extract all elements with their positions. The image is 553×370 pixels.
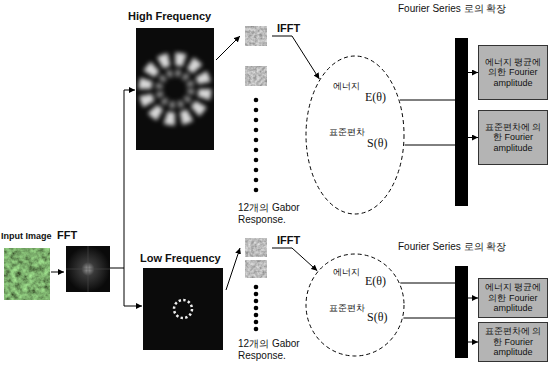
filter-image bbox=[143, 268, 223, 350]
node-text: 에너지 평균에 의한 Fourier amplitude bbox=[482, 282, 544, 313]
amplitude-box: 에너지 평균에 의한 Fourier amplitude bbox=[478, 278, 548, 318]
low-frequency-image: Low Frequency bbox=[140, 252, 226, 352]
dashed-ellipse: 에너지 E(θ) 표준편차S(θ) bbox=[305, 55, 405, 215]
amplitude-box: 표준편차에 의한 Fourier amplitude bbox=[478, 110, 548, 165]
node-text: Input Image bbox=[1, 231, 56, 241]
node-text: 에너지 bbox=[333, 267, 360, 277]
node-text: 표준편차 bbox=[329, 303, 365, 313]
gabor-response bbox=[245, 26, 267, 46]
node-text: 표준편차에 의한 Fourier amplitude bbox=[482, 122, 544, 153]
node-text: 표준편차에 의한 Fourier amplitude bbox=[482, 326, 544, 357]
gabor-response-stack: 12개의 Gabor Response. bbox=[240, 22, 272, 200]
connector-arrow bbox=[216, 36, 240, 60]
dashed-ellipse-line bbox=[306, 56, 404, 214]
fft-arrow bbox=[51, 272, 64, 273]
outer-ring bbox=[145, 59, 205, 119]
fourier-bar bbox=[455, 266, 468, 358]
amplitude-box: 표준편차에 의한 Fourier amplitude bbox=[478, 322, 548, 362]
dashed-ellipse-line bbox=[306, 254, 404, 356]
node-text: 표준편차 bbox=[329, 127, 365, 137]
dashed-ellipse: 에너지 E(θ) 표준편차S(θ) bbox=[305, 253, 405, 357]
function-symbol: S(θ) bbox=[367, 311, 387, 325]
gabor-response bbox=[245, 260, 267, 278]
high-frequency-image: High Frequency bbox=[128, 10, 216, 151]
node-text: 12개의 Gabor Response. bbox=[238, 202, 326, 225]
connector-arrow bbox=[400, 283, 478, 298]
connector-arrow bbox=[403, 318, 478, 342]
node-text: High Frequency bbox=[128, 10, 216, 23]
function-symbol: E(θ) bbox=[365, 275, 386, 289]
amplitude-box: 에너지 평균에 의한 Fourier amplitude bbox=[478, 45, 548, 100]
small-ring bbox=[174, 300, 192, 318]
edge-label: IFFT bbox=[276, 22, 301, 35]
function-symbol: S(θ) bbox=[367, 137, 387, 151]
connector-arrow bbox=[405, 138, 478, 146]
connector-arrow bbox=[272, 248, 317, 271]
section-label: Fourier Series 로의 확장 bbox=[398, 241, 506, 253]
input-image: Input Image bbox=[1, 231, 56, 303]
node-text: 에너지 bbox=[333, 81, 360, 91]
connector-arrow bbox=[272, 36, 319, 79]
split-arrow bbox=[124, 90, 135, 91]
node-text: Low Frequency bbox=[140, 252, 226, 265]
gabor-response bbox=[245, 238, 267, 257]
split-arrow bbox=[124, 306, 142, 307]
function-symbol: E(θ) bbox=[365, 91, 386, 105]
transform-label: FFT bbox=[57, 229, 77, 242]
node-text: 에너지 평균에 의한 Fourier amplitude bbox=[482, 57, 544, 88]
fft-spectrum bbox=[66, 246, 110, 292]
connector-arrow bbox=[400, 73, 478, 101]
fourier-bar bbox=[455, 38, 468, 206]
edge-label: IFFT bbox=[276, 234, 301, 247]
split-line bbox=[110, 90, 124, 306]
input-texture bbox=[4, 248, 50, 300]
inner-ring bbox=[159, 73, 191, 105]
section-label: Fourier Series 로의 확장 bbox=[398, 3, 506, 15]
filter-image bbox=[136, 28, 214, 150]
gabor-response-stack: 12개의 Gabor Response. bbox=[240, 234, 272, 336]
gabor-response bbox=[245, 66, 267, 86]
ellipsis-dots bbox=[254, 285, 259, 332]
spectrum-axes bbox=[66, 246, 110, 292]
ellipsis-dots bbox=[254, 98, 259, 193]
filter-ring bbox=[145, 59, 205, 119]
node-text: 12개의 Gabor Response. bbox=[238, 338, 326, 361]
connector-arrow bbox=[226, 248, 240, 290]
